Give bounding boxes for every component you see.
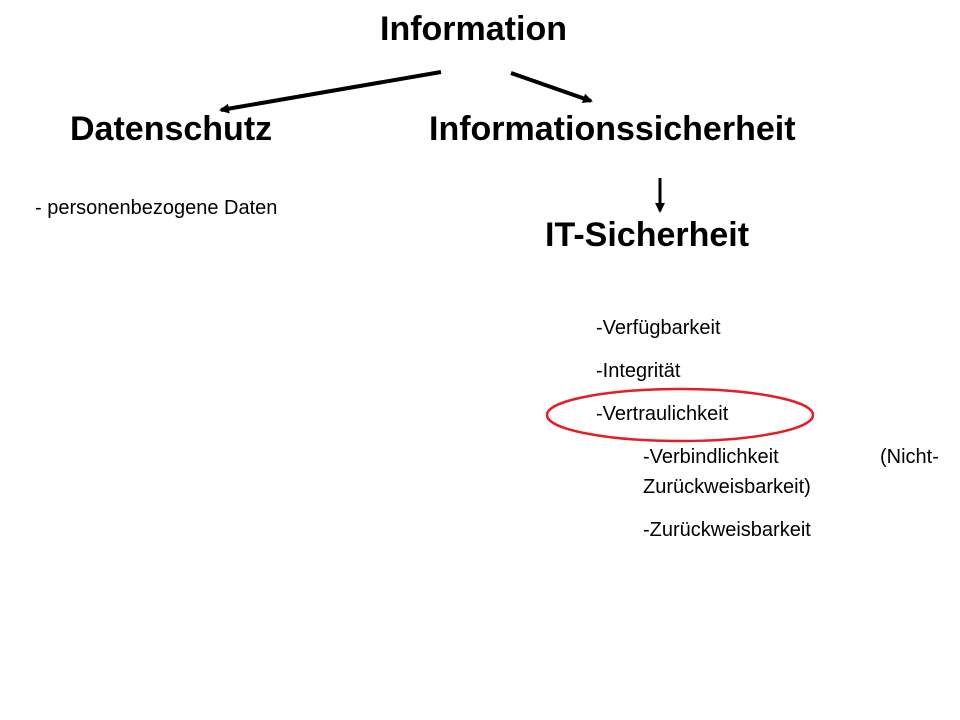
root-node-information: Information — [380, 10, 567, 48]
node-informationssicherheit: Informationssicherheit — [429, 110, 796, 148]
item-integritaet: -Integrität — [596, 360, 681, 382]
node-datenschutz: Datenschutz — [70, 110, 273, 148]
highlight-ellipse — [545, 387, 815, 443]
arrow-to-informationssicherheit — [510, 71, 593, 104]
item-verbindlichkeit: -Verbindlichkeit — [643, 446, 779, 468]
item-verbindlichkeit-note-end: Zurückweisbarkeit) — [643, 476, 811, 498]
item-verfuegbarkeit: -Verfügbarkeit — [596, 317, 721, 339]
node-it-sicherheit: IT-Sicherheit — [545, 216, 750, 254]
item-zurueckweisbarkeit: -Zurückweisbarkeit — [643, 519, 811, 541]
item-vertraulichkeit: -Vertraulichkeit — [596, 403, 729, 425]
arrow-to-datenschutz — [219, 70, 442, 114]
item-verbindlichkeit-note-start: (Nicht- — [880, 446, 939, 468]
datenschutz-item: - personenbezogene Daten — [35, 197, 278, 219]
